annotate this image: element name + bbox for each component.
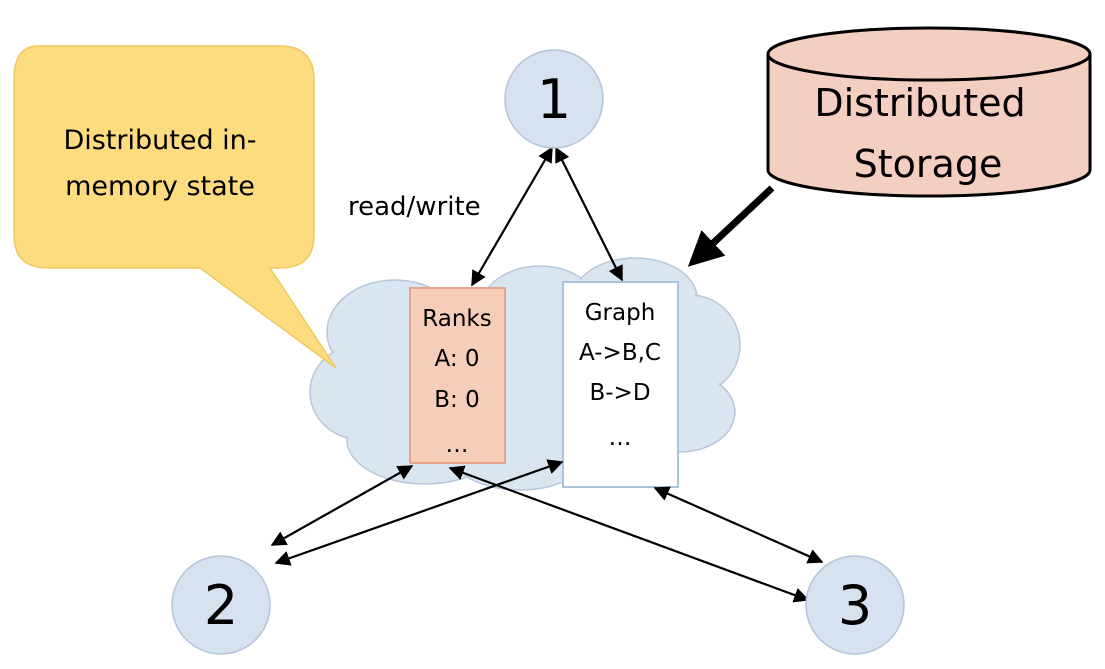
node-3-label: 3	[838, 574, 872, 637]
graph-row-1: A->B,C	[579, 340, 661, 366]
node-1: 1	[504, 49, 604, 149]
ranks-row-2: B: 0	[434, 387, 479, 413]
arrow-node1-ranks	[471, 146, 553, 287]
arrow-node3-graph	[653, 486, 824, 564]
callout-line-2: memory state	[65, 171, 255, 202]
graph-row-2: B->D	[589, 380, 650, 406]
read-write-label: read/write	[348, 192, 481, 222]
ranks-box: Ranks A: 0 B: 0 …	[409, 287, 506, 464]
storage-load-arrow	[687, 185, 775, 267]
node-1-label: 1	[537, 68, 571, 131]
ranks-row-3: …	[446, 432, 469, 458]
ranks-row-1: A: 0	[434, 346, 479, 372]
storage-line-2: Storage	[854, 142, 1003, 186]
ranks-title: Ranks	[422, 306, 491, 332]
arrow-node1-graph	[555, 146, 623, 282]
storage-cylinder: Distributed Storage	[766, 26, 1092, 198]
storage-line-1: Distributed	[814, 81, 1025, 125]
node-2-label: 2	[204, 574, 238, 637]
graph-row-3: …	[609, 425, 632, 451]
arrow-node3-ranks	[448, 465, 810, 603]
graph-title: Graph	[585, 300, 656, 326]
graph-box: Graph A->B,C B->D …	[562, 281, 679, 488]
callout-line-1: Distributed in-	[63, 125, 256, 156]
callout-bubble: Distributed in- memory state	[13, 45, 337, 369]
arrow-node2-ranks	[270, 465, 414, 546]
node-2: 2	[171, 555, 271, 655]
node-3: 3	[805, 555, 905, 655]
